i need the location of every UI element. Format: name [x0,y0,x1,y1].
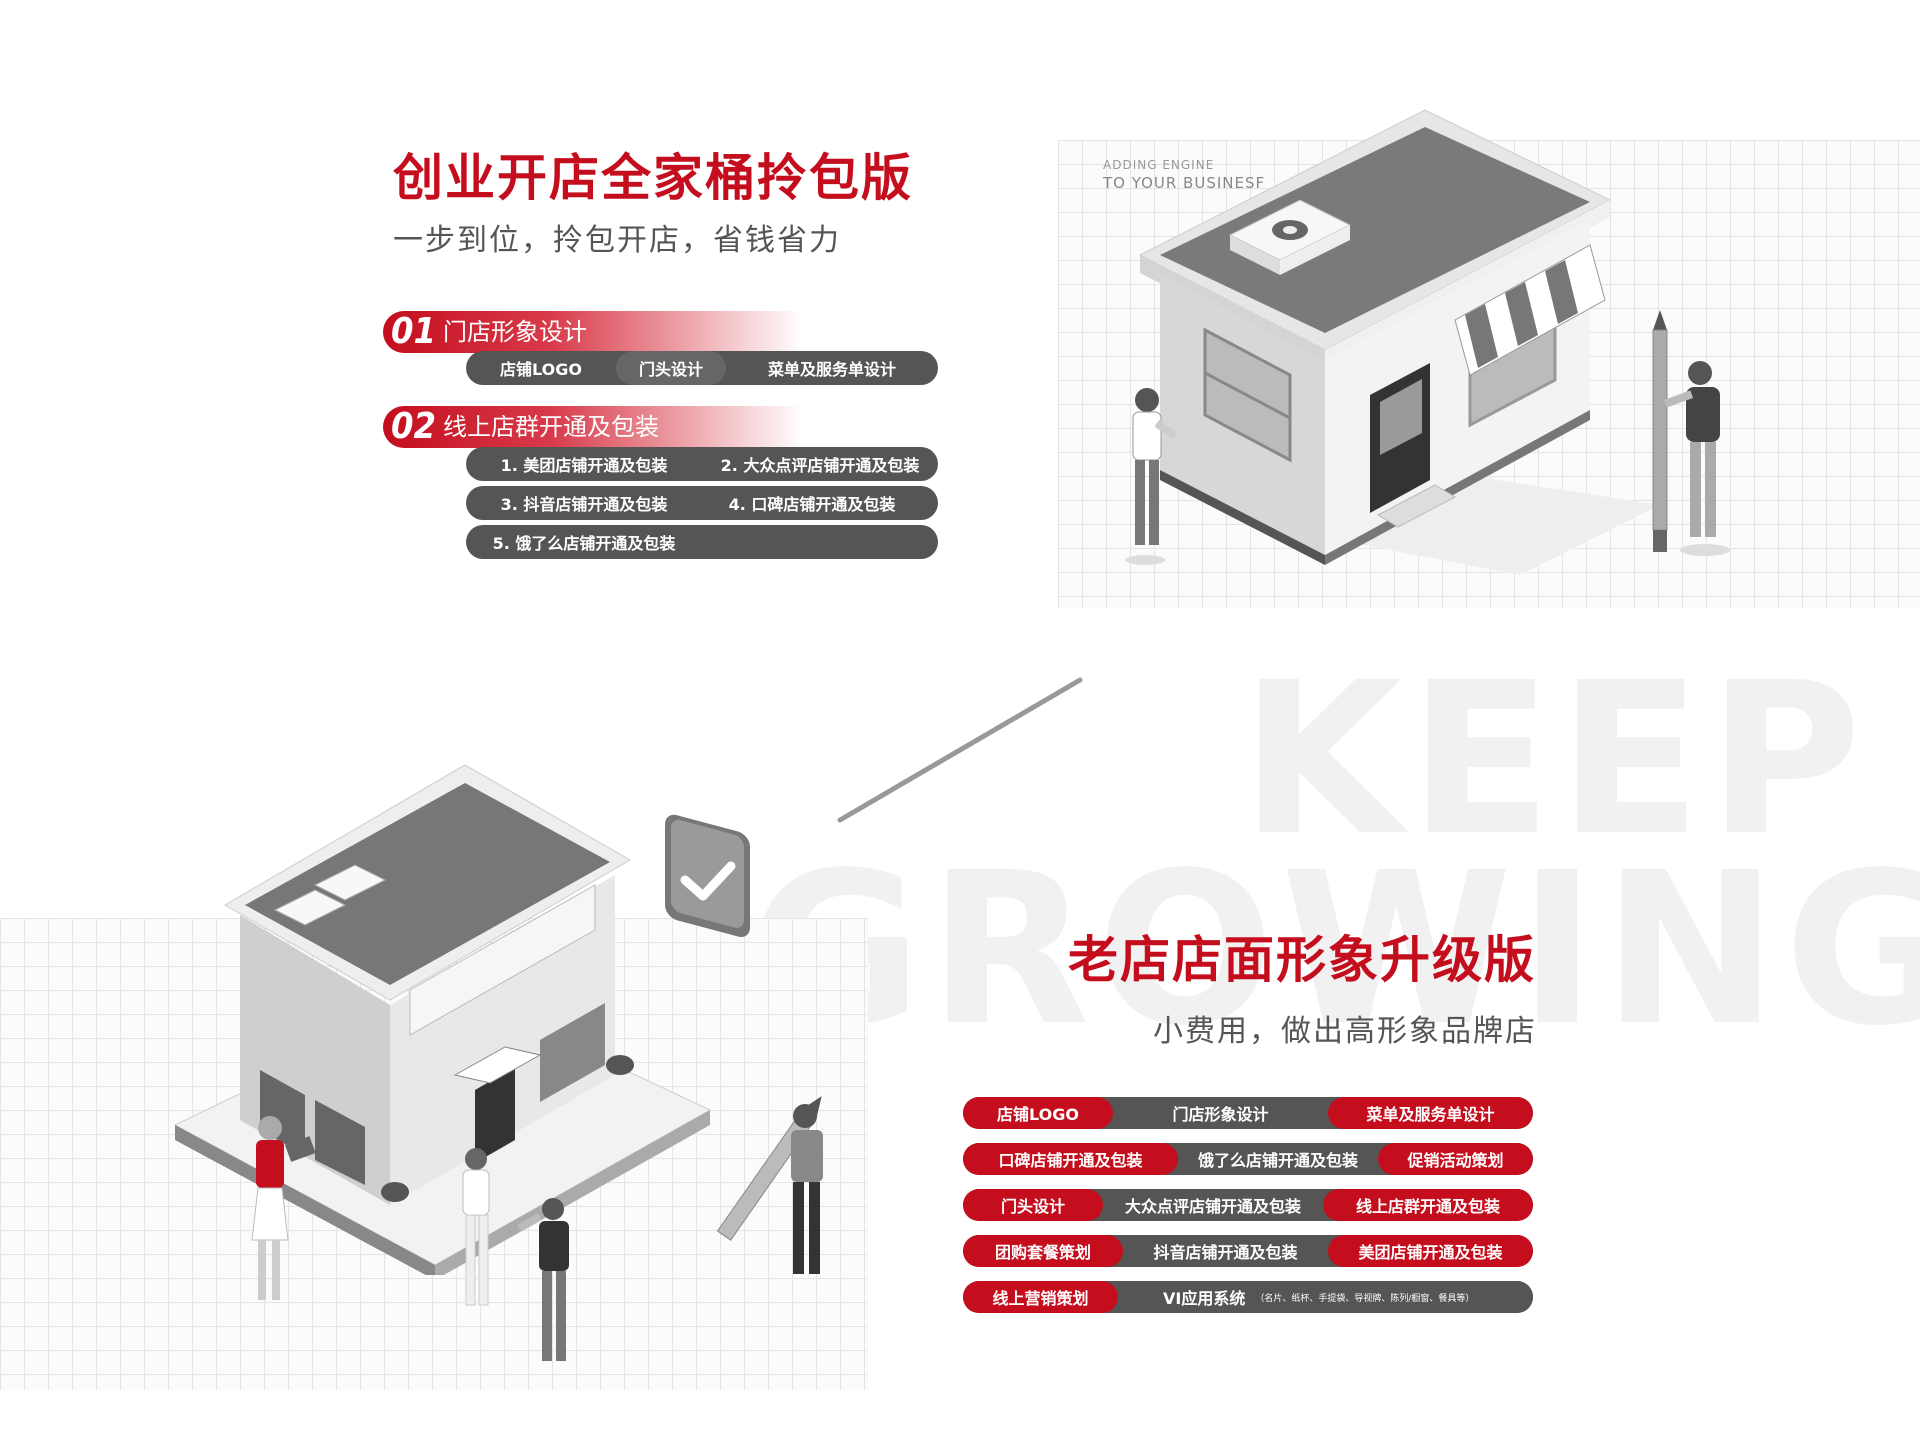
person-figure-man-pencil [791,1104,823,1274]
item-menu-design: 菜单及服务单设计 [767,360,896,379]
upgrade-row-1: 店铺LOGO 门店形象设计 菜单及服务单设计 [963,1097,1533,1129]
group-01-label: 门店形象设计 [443,318,587,346]
vi-system-label: VI应用系统 [1163,1289,1246,1308]
watermark-growing: GROWING [750,827,1920,1072]
illustration-caption-line1: ADDING ENGINE [1103,158,1215,172]
upgrade-row-5: 线上营销策划 VI应用系统 （名片、纸杯、手提袋、导视牌、陈列/橱窗、餐具等） [963,1281,1533,1313]
section2-subtitle: 小费用，做出高形象品牌店 [1153,1014,1537,1049]
group-01-row: 店铺LOGO 门头设计 菜单及服务单设计 [466,351,938,385]
upgrade-row-2: 口碑店铺开通及包装 饿了么店铺开通及包装 促销活动策划 [963,1143,1533,1175]
person-figure-woman-center [462,1148,490,1306]
group-01-number: 01 [391,311,437,352]
upgrade-item-group-buy: 团购套餐策划 [963,1235,1123,1267]
upgrade-item-online-marketing: 线上营销策划 [963,1281,1118,1313]
vi-system-note: （名片、纸杯、手提袋、导视牌、陈列/橱窗、餐具等） [1255,1293,1475,1304]
store-illustration-bottom [173,764,712,1275]
upgrade-item-online-stores: 线上店群开通及包装 [1323,1189,1533,1221]
decorative-divider-line [837,677,1083,823]
group-02-number: 02 [391,406,437,447]
illustration-caption-line2: TO YOUR BUSINESF [1103,174,1266,192]
upgrade-item-door-head: 门头设计 [963,1189,1103,1221]
item-dianping: 2. 大众点评店铺开通及包装 [720,456,920,475]
upgrade-item-storefront-image: 门店形象设计 [1113,1097,1328,1129]
item-store-logo: 店铺LOGO [500,360,582,379]
upgrade-item-menu-design: 菜单及服务单设计 [1328,1097,1533,1129]
item-meituan: 1. 美团店铺开通及包装 [500,456,668,475]
upgrade-item-meituan: 美团店铺开通及包装 [1328,1235,1533,1267]
upgrade-item-dianping: 大众点评店铺开通及包装 [1103,1189,1323,1221]
section1-subtitle: 一步到位，拎包开店，省钱省力 [393,223,841,258]
upgrade-item-promotion: 促销活动策划 [1378,1143,1533,1175]
pencil-icon-top [1652,310,1668,552]
group-02-row-1: 1. 美团店铺开通及包装 2. 大众点评店铺开通及包装 [466,447,938,481]
store-illustration-top [1138,109,1660,575]
item-storefront-design: 门头设计 [616,351,726,385]
group-02-row-2: 3. 抖音店铺开通及包装 4. 口碑店铺开通及包装 [466,486,938,520]
item-eleme: 5. 饿了么店铺开通及包装 [492,534,676,553]
person-figure-left-top [1125,388,1178,565]
upgrade-row-3: 门头设计 大众点评店铺开通及包装 线上店群开通及包装 [963,1189,1533,1221]
upgrade-item-vi-system: VI应用系统 （名片、纸杯、手提袋、导视牌、陈列/橱窗、餐具等） [1118,1281,1533,1313]
section1-title: 创业开店全家桶拎包版 [393,149,913,207]
upgrade-item-koubei: 口碑店铺开通及包装 [963,1143,1178,1175]
item-douyin: 3. 抖音店铺开通及包装 [500,495,668,514]
group-01-header: 01 门店形象设计 [383,311,803,353]
upgrade-row-4: 团购套餐策划 抖音店铺开通及包装 美团店铺开通及包装 [963,1235,1533,1267]
upgrade-item-store-logo: 店铺LOGO [963,1097,1113,1129]
watermark-keep: KEEP [1240,637,1868,882]
item-koubei: 4. 口碑店铺开通及包装 [728,495,896,514]
group-02-header: 02 线上店群开通及包装 [383,406,803,448]
upgrade-item-douyin: 抖音店铺开通及包装 [1123,1235,1328,1267]
upgrade-item-eleme: 饿了么店铺开通及包装 [1178,1143,1378,1175]
group-02-row-3: 5. 饿了么店铺开通及包装 [466,525,938,559]
person-figure-right-top [1664,361,1730,556]
person-figure-woman-tablet [251,1116,316,1300]
group-02-label: 线上店群开通及包装 [443,413,659,441]
checkmark-icon [665,814,750,937]
section2-title: 老店店面形象升级版 [1068,931,1536,989]
person-figure-man-pointing [517,1198,569,1361]
